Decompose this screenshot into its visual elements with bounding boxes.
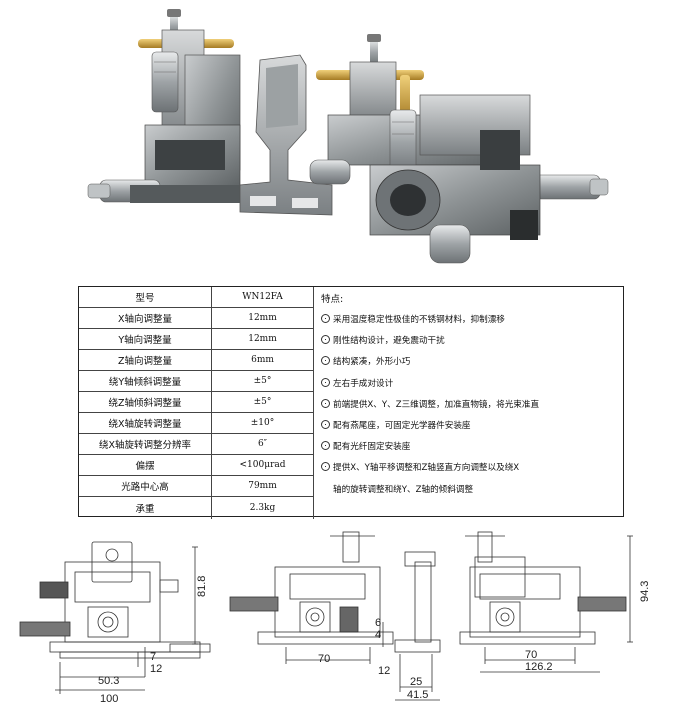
bullet-icon [321,462,330,472]
dim-100: 100 [100,693,118,705]
spec-header-model: WN12FA [212,287,314,308]
dim-41-5: 41.5 [407,689,428,701]
feature-line: 采用温度稳定性极佳的不锈钢材料，抑制漂移 [321,310,625,331]
bullet-icon [321,441,330,451]
spec-name-column: 型号 X轴向调整量 Y轴向调整量 Z轴向调整量 绕Y轴倾斜调整量 绕Z轴倾斜调整… [79,287,212,519]
dim-81-8: 81.8 [196,576,208,597]
spec-row-name: Z轴向调整量 [79,350,212,371]
side-view-drawing [382,551,441,701]
spec-row-value: <100μrad [212,455,314,476]
product-photo [87,9,609,264]
spec-row-value: 79mm [212,476,314,497]
dim-7: 7 [150,651,156,663]
bullet-icon [321,398,330,408]
spec-row-value: 6″ [212,434,314,455]
spec-value-column: WN12FA 12mm 12mm 6mm ±5° ±5° ±10° 6″ <10… [212,287,314,519]
feature-line: 配有燕尾座，可固定光学器件安装座 [321,416,625,437]
spec-row-name: 绕X轴旋转调整分辨率 [79,434,212,455]
dim-126-2: 126.2 [525,661,553,673]
spec-table: 型号 X轴向调整量 Y轴向调整量 Z轴向调整量 绕Y轴倾斜调整量 绕Z轴倾斜调整… [78,286,625,519]
dim-25: 25 [410,676,422,688]
left-view-drawing [19,541,211,694]
spec-row-value: 2.3kg [212,497,314,519]
dim-4: 4 [375,629,381,641]
bullet-icon [321,335,330,345]
feature-line: 配有光纤固定安装座 [321,437,625,458]
right-stage-image [309,34,609,264]
spec-header-name: 型号 [79,287,212,308]
dim-70-a: 70 [318,653,330,665]
spec-row-value: ±5° [212,392,314,413]
feature-line: 提供X、Y轴平移调整和Z轴竖直方向调整以及绕X [321,458,625,479]
feature-line: 左右手成对设计 [321,374,625,395]
feature-line-continued: 轴的旋转调整和绕Y、Z轴的倾斜调整 [333,484,474,495]
technical-drawings: 81.8 7 12 50.3 100 70 6 4 12 25 41.5 70 … [19,531,651,705]
feature-line: 结构紧凑，外形小巧 [321,352,625,373]
bullet-icon [321,314,330,323]
spec-row-value: 12mm [212,329,314,350]
spec-row-name: 绕Z轴倾斜调整量 [79,392,212,413]
right-view-drawing [459,531,633,673]
spec-row-value: ±5° [212,371,314,392]
features-title: 特点: [321,294,344,305]
spec-row-name: X轴向调整量 [79,308,212,329]
dim-94-3: 94.3 [639,581,651,602]
spec-row-name: 绕X轴旋转调整量 [79,413,212,434]
feature-line: 前端提供X、Y、Z三维调整，加准直物镜，将光束准直 [321,395,625,416]
bullet-icon [321,377,330,387]
feature-line: 刚性结构设计，避免震动干扰 [321,331,625,352]
bracket-image [239,54,333,216]
spec-row-name: Y轴向调整量 [79,329,212,350]
dim-12-mid: 12 [378,665,390,677]
bullet-icon [321,419,330,429]
spec-row-value: 6mm [212,350,314,371]
dim-70-b: 70 [525,649,537,661]
front-view-drawing [229,531,394,664]
left-stage-image [87,9,241,203]
features-column: 特点: 采用温度稳定性极佳的不锈钢材料，抑制漂移 刚性结构设计，避免震动干扰 结… [314,287,625,518]
spec-row-name: 偏摆 [79,455,212,476]
spec-row-name: 承重 [79,497,212,519]
dim-50-3: 50.3 [98,675,119,687]
bullet-icon [321,356,330,366]
spec-row-value: ±10° [212,413,314,434]
spec-row-name: 光路中心高 [79,476,212,497]
dim-6: 6 [375,617,381,629]
spec-row-name: 绕Y轴倾斜调整量 [79,371,212,392]
spec-row-value: 12mm [212,308,314,329]
dim-12-left: 12 [150,663,162,675]
